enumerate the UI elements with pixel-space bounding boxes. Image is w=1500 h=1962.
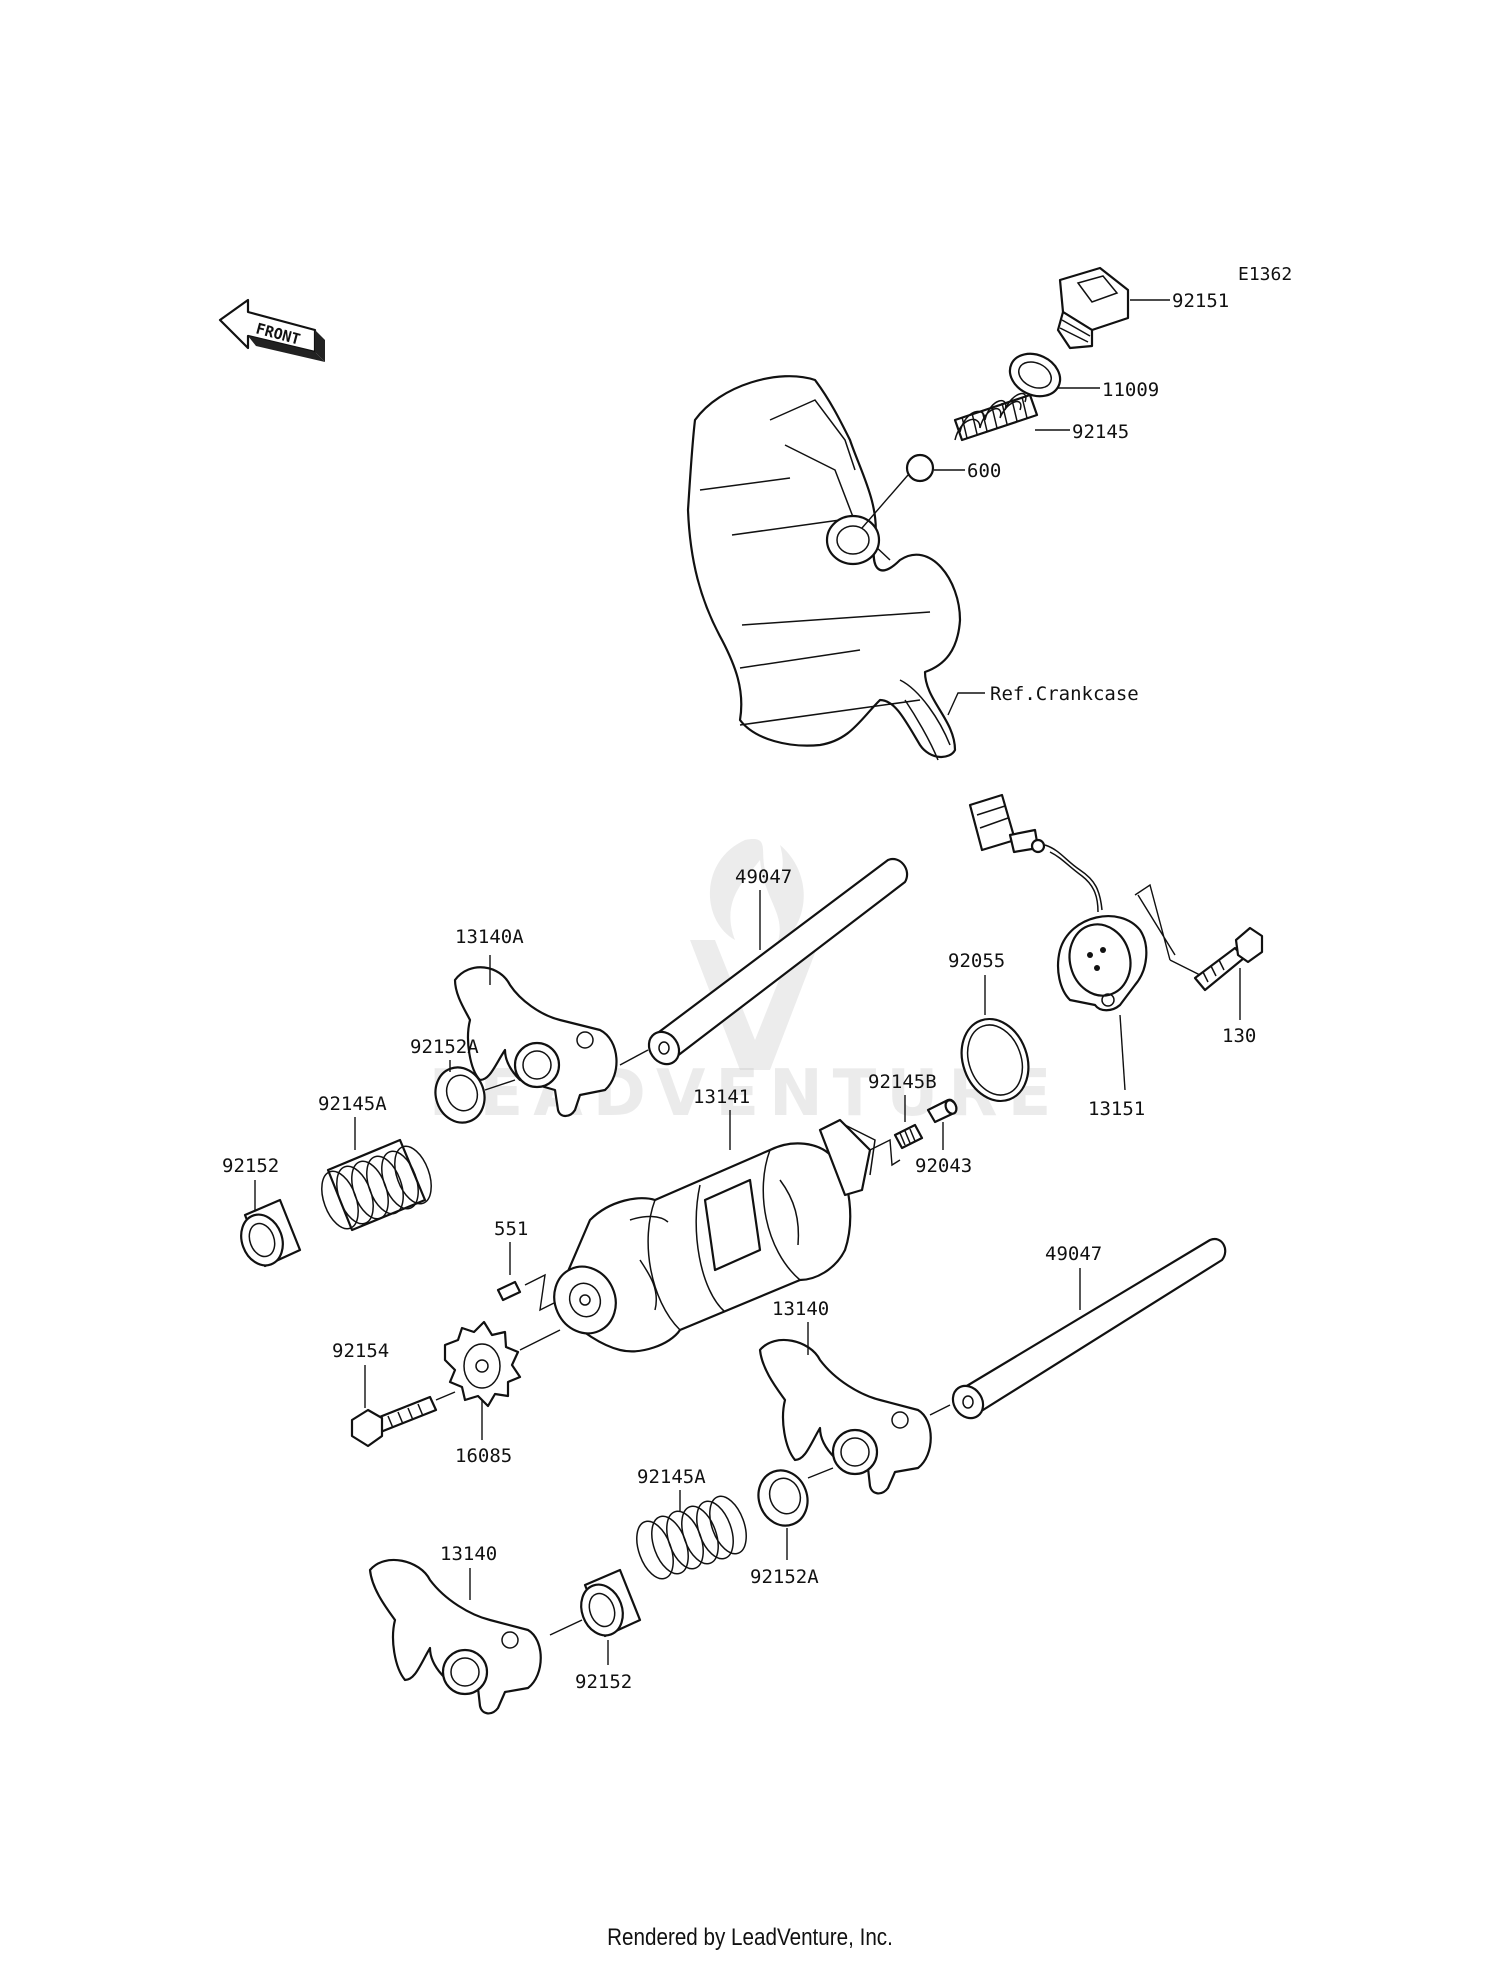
part-label-92145a-upper: 92145A (318, 1093, 387, 1115)
part-label-551: 551 (494, 1218, 528, 1240)
plug-92151 (1056, 266, 1130, 350)
part-label-49047-upper: 49047 (735, 866, 792, 888)
ref-crankcase-label: Ref.Crankcase (990, 683, 1139, 705)
part-label-11009: 11009 (1102, 379, 1159, 401)
part-label-92055: 92055 (948, 950, 1005, 972)
ball-600 (905, 453, 935, 483)
part-label-92154: 92154 (332, 1340, 389, 1362)
o-ring-92055 (960, 1017, 1030, 1103)
part-label-49047-lower: 49047 (1045, 1243, 1102, 1265)
footer-credit: Rendered by LeadVenture, Inc. (607, 1924, 893, 1951)
spring-92145a-middle (636, 1495, 747, 1580)
part-label-13151: 13151 (1088, 1098, 1145, 1120)
pin-92043 (926, 1098, 958, 1124)
part-label-92145a-middle: 92145A (637, 1466, 706, 1488)
collar-92152-upper (240, 1198, 302, 1268)
shift-fork-13140a (453, 966, 618, 1118)
spring-92145b (893, 1123, 924, 1150)
pin-551 (496, 1280, 522, 1302)
diagram-id: E1362 (1238, 264, 1292, 285)
part-label-13140-middle: 13140 (772, 1298, 829, 1320)
part-label-16085: 16085 (455, 1445, 512, 1467)
bolt-130 (1193, 926, 1264, 992)
part-label-92043: 92043 (915, 1155, 972, 1177)
spring-92145 (953, 392, 1039, 442)
part-label-600: 600 (967, 460, 1001, 482)
spring-92145a-upper (321, 1138, 432, 1232)
washer-11009 (1008, 352, 1062, 398)
part-label-92145: 92145 (1072, 421, 1129, 443)
part-label-92145b: 92145B (868, 1071, 937, 1093)
part-label-13141: 13141 (693, 1086, 750, 1108)
front-arrow-icon: FRONT (218, 298, 325, 362)
shift-fork-13140-lower (368, 1558, 542, 1715)
bolt-92154 (350, 1395, 438, 1448)
part-label-130: 130 (1222, 1025, 1256, 1047)
sensor-13151 (968, 793, 1148, 1012)
part-label-92151: 92151 (1172, 290, 1229, 312)
part-label-92152-lower: 92152 (575, 1671, 632, 1693)
shaft-49047-upper (647, 857, 909, 1066)
part-label-13140-lower: 13140 (440, 1543, 497, 1565)
shift-fork-13140-middle (758, 1338, 932, 1495)
collar-92152a-middle (757, 1469, 809, 1527)
collar-92152-lower (580, 1568, 642, 1638)
shift-drum-13141 (553, 1118, 876, 1353)
part-label-92152a-middle: 92152A (750, 1566, 819, 1588)
watermark-flame-icon (709, 839, 804, 950)
part-label-92152-upper: 92152 (222, 1155, 279, 1177)
part-label-92152a-upper: 92152A (410, 1036, 479, 1058)
part-label-13140a: 13140A (455, 926, 524, 948)
crankcase-section (686, 375, 962, 761)
shaft-49047-lower (951, 1237, 1227, 1420)
gear-16085 (443, 1320, 522, 1408)
